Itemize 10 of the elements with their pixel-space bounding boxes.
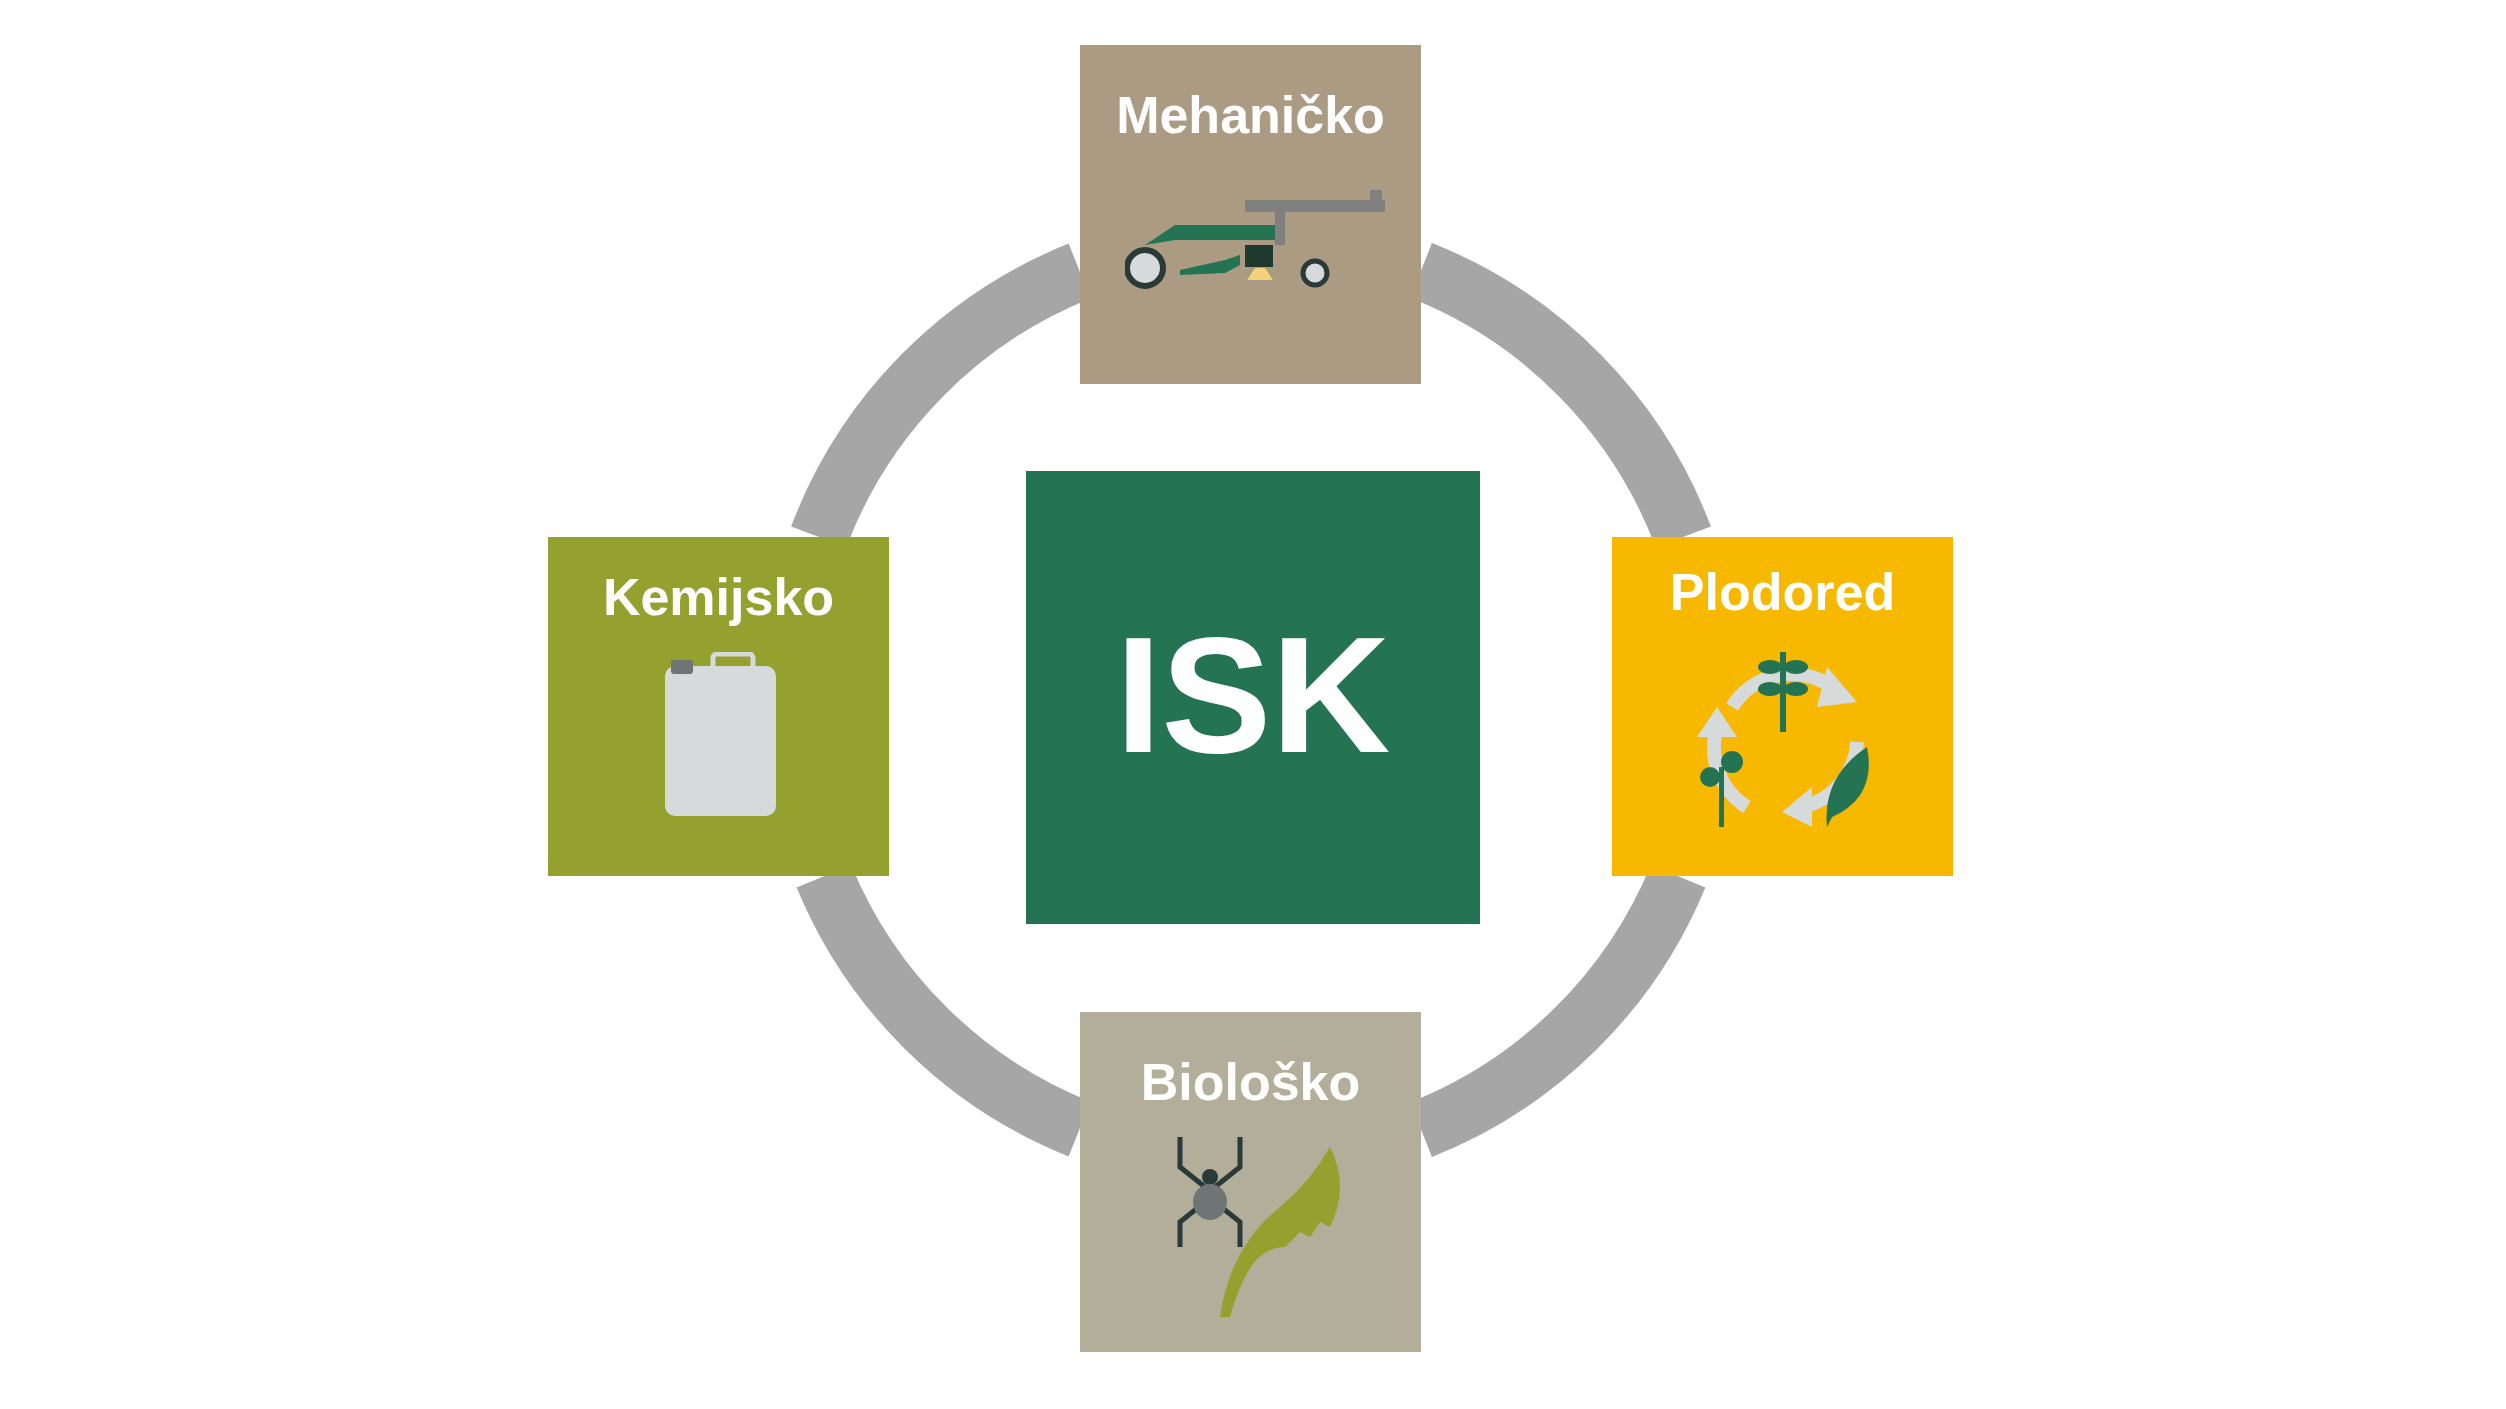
- category-box: [1080, 1012, 1421, 1352]
- category-box: [1080, 45, 1421, 384]
- box-title: Biološko: [1140, 1052, 1361, 1112]
- box-title: Kemijsko: [602, 567, 835, 627]
- center-title: ISK: [1115, 602, 1391, 789]
- box-title: Plodored: [1669, 562, 1896, 622]
- category-box: [1612, 537, 1953, 876]
- center-box: [1026, 471, 1480, 924]
- box-title: Mehaničko: [1116, 85, 1385, 145]
- category-box: [548, 537, 889, 876]
